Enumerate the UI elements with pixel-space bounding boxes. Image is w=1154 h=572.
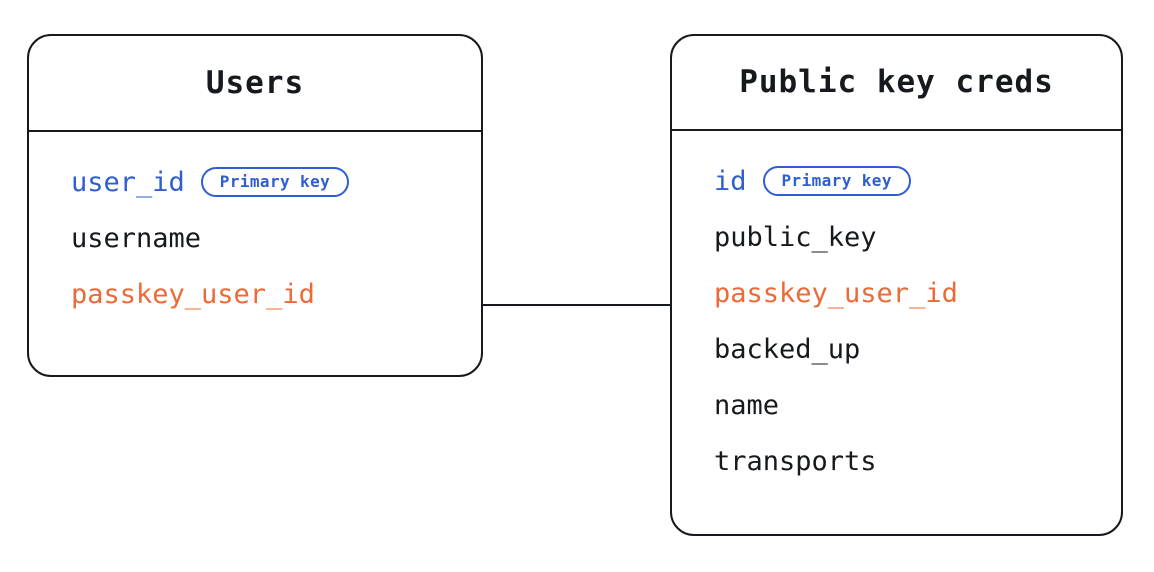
- field-name-name: name: [714, 389, 780, 421]
- primary-key-badge-id: Primary key: [762, 166, 911, 196]
- entity-card-public-key-creds[interactable]: Public key creds id Primary key public_k…: [670, 34, 1123, 536]
- field-row-passkey-user-id[interactable]: passkey_user_id: [29, 266, 481, 322]
- entity-fields-users: user_id Primary key username passkey_use…: [29, 132, 481, 375]
- primary-key-badge-label: Primary key: [781, 171, 892, 190]
- entity-title-users: Users: [205, 64, 305, 101]
- field-name-transports: transports: [714, 445, 877, 477]
- field-row-id[interactable]: id Primary key: [672, 153, 1121, 209]
- field-name-id: id: [714, 165, 747, 197]
- entity-fields-public-key-creds: id Primary key public_key passkey_user_i…: [672, 131, 1121, 534]
- field-row-username[interactable]: username: [29, 210, 481, 266]
- entity-header-public-key-creds: Public key creds: [672, 36, 1121, 131]
- field-name-username: username: [71, 222, 202, 254]
- field-name-public-key: public_key: [714, 221, 877, 253]
- entity-header-users: Users: [29, 36, 481, 132]
- field-row-public-key[interactable]: public_key: [672, 209, 1121, 265]
- field-name-passkey-user-id: passkey_user_id: [714, 277, 958, 309]
- field-row-name[interactable]: name: [672, 377, 1121, 433]
- relationship-connector-users-public-key-creds: [481, 304, 672, 306]
- field-row-backed-up[interactable]: backed_up: [672, 321, 1121, 377]
- field-name-backed-up: backed_up: [714, 333, 861, 365]
- primary-key-badge-label: Primary key: [219, 172, 331, 191]
- field-name-user-id: user_id: [71, 166, 185, 198]
- field-row-passkey-user-id[interactable]: passkey_user_id: [672, 265, 1121, 321]
- field-row-transports[interactable]: transports: [672, 433, 1121, 489]
- primary-key-badge-user-id: Primary key: [200, 167, 350, 197]
- entity-card-users[interactable]: Users user_id Primary key username passk…: [27, 34, 483, 377]
- entity-title-public-key-creds: Public key creds: [739, 64, 1054, 100]
- field-row-user-id[interactable]: user_id Primary key: [29, 154, 481, 210]
- field-name-passkey-user-id: passkey_user_id: [71, 278, 315, 310]
